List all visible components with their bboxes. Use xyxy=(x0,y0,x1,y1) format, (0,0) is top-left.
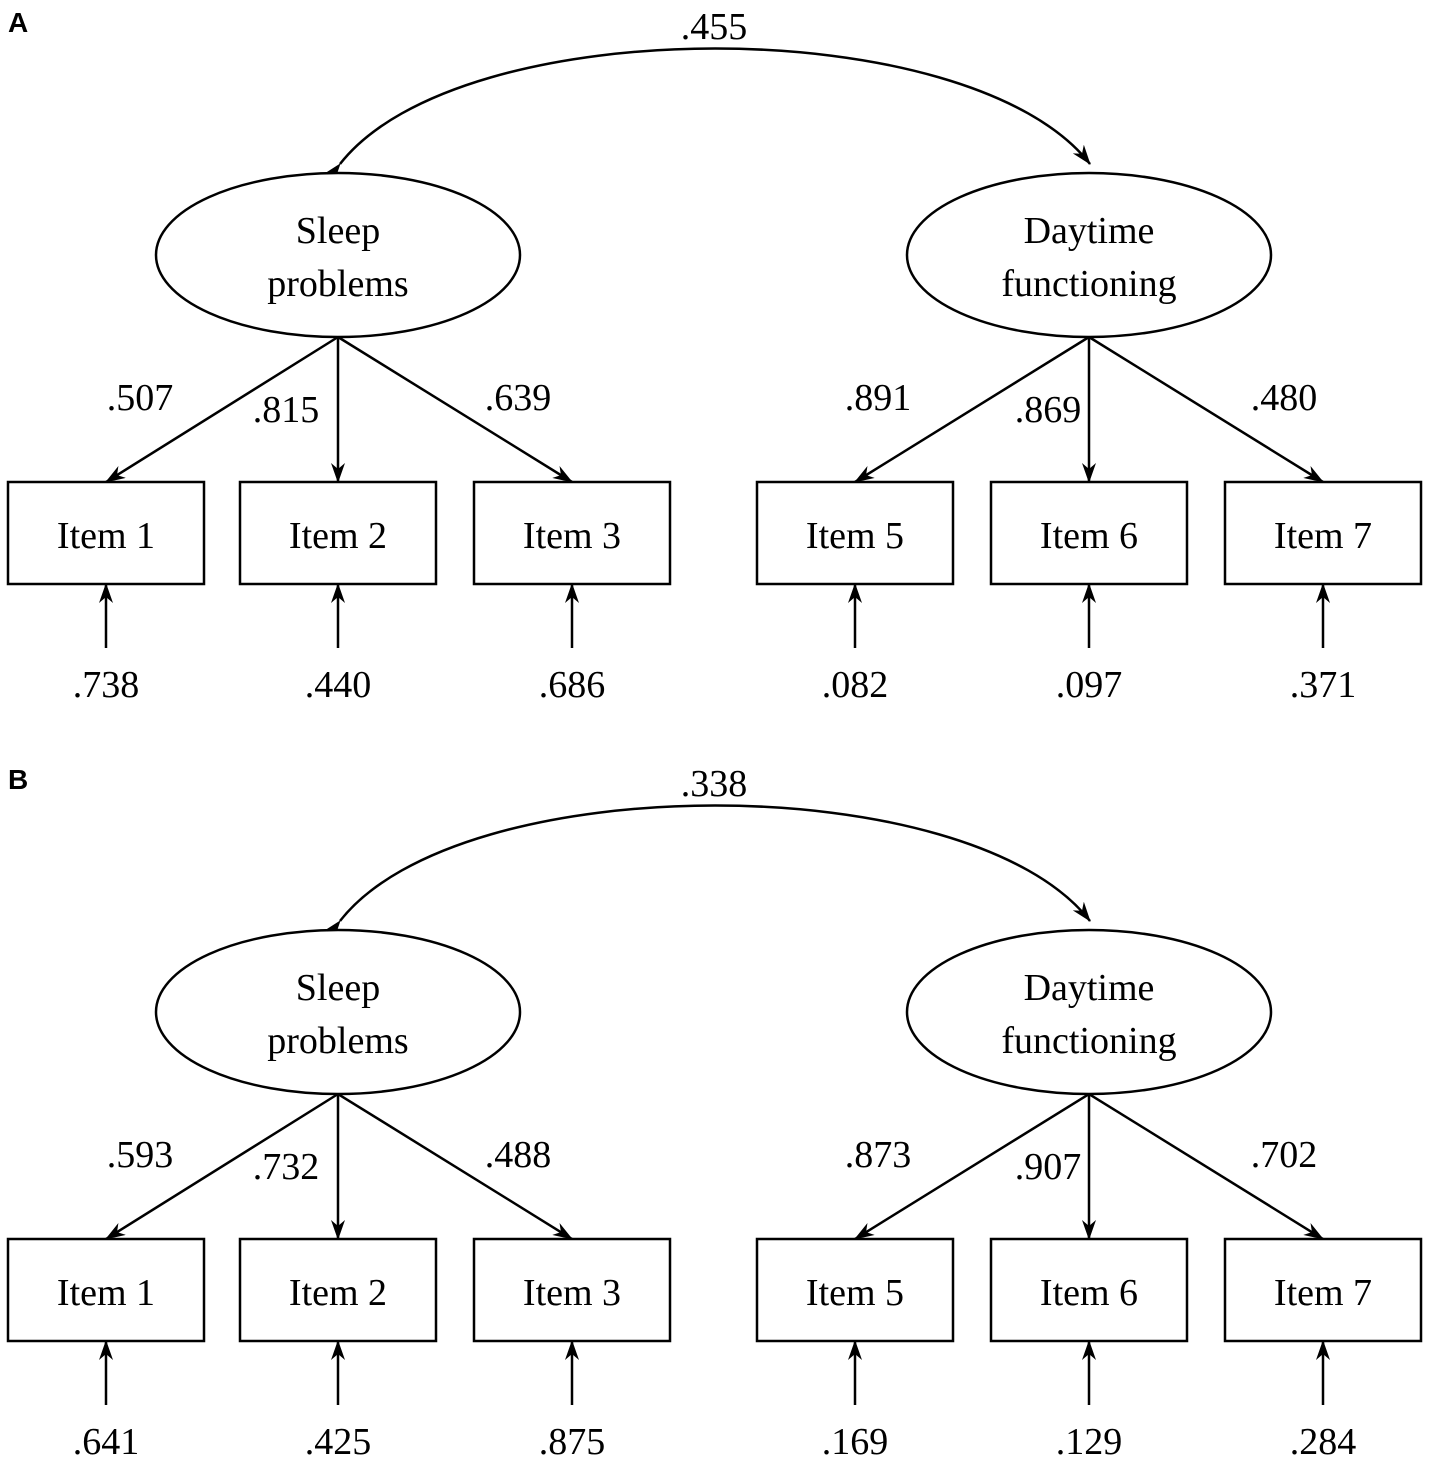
error-value: .686 xyxy=(539,664,606,706)
loading-arrow xyxy=(337,335,573,484)
loading-value: .891 xyxy=(845,377,912,419)
item-box xyxy=(238,1237,438,1343)
loading-value: .488 xyxy=(485,1134,552,1176)
item-box xyxy=(6,480,206,586)
error-value: .371 xyxy=(1290,664,1357,706)
item-box xyxy=(472,1237,672,1343)
loading-arrow xyxy=(854,1092,1090,1241)
item-box xyxy=(238,480,438,586)
item-label: Item 1 xyxy=(57,1272,155,1314)
error-value: .875 xyxy=(539,1421,606,1463)
loading-arrow xyxy=(1088,335,1324,484)
item-label: Item 5 xyxy=(806,1272,904,1314)
loading-value: .815 xyxy=(253,389,320,431)
error-value: .169 xyxy=(822,1421,889,1463)
error-value: .440 xyxy=(305,664,372,706)
error-value: .738 xyxy=(73,664,140,706)
correlation-value: .455 xyxy=(681,6,748,48)
error-value: .641 xyxy=(73,1421,140,1463)
factor-label-line-2: problems xyxy=(267,263,408,305)
loading-value: .869 xyxy=(1015,389,1082,431)
factor-label-line-2: problems xyxy=(267,1020,408,1062)
factor-ellipse xyxy=(154,171,522,339)
correlation-arrow xyxy=(322,47,1091,184)
item-label: Item 3 xyxy=(523,1272,621,1314)
loading-arrow xyxy=(854,335,1090,484)
loading-value: .639 xyxy=(485,377,552,419)
factor-label-line-1: Sleep xyxy=(296,210,380,252)
item-label: Item 7 xyxy=(1274,1272,1372,1314)
error-value: .425 xyxy=(305,1421,372,1463)
loading-arrow xyxy=(105,1092,339,1241)
panel-label: B xyxy=(8,764,28,795)
loading-value: .873 xyxy=(845,1134,912,1176)
factor-ellipse xyxy=(154,928,522,1096)
item-label: Item 6 xyxy=(1040,1272,1138,1314)
correlation-arrow xyxy=(322,804,1091,941)
item-label: Item 3 xyxy=(523,515,621,557)
factor-label-line-1: Daytime xyxy=(1024,210,1155,252)
factor-ellipse xyxy=(905,171,1273,339)
item-label: Item 2 xyxy=(289,1272,387,1314)
item-label: Item 1 xyxy=(57,515,155,557)
item-box xyxy=(1223,480,1423,586)
error-value: .097 xyxy=(1056,664,1123,706)
factor-ellipse xyxy=(905,928,1273,1096)
loading-value: .480 xyxy=(1251,377,1318,419)
panel-label: A xyxy=(8,7,28,38)
factor-label-line-1: Sleep xyxy=(296,967,380,1009)
loading-value: .702 xyxy=(1251,1134,1318,1176)
loading-value: .907 xyxy=(1015,1146,1082,1188)
factor-label-line-2: functioning xyxy=(1001,263,1176,305)
loading-arrow xyxy=(337,1092,573,1241)
loading-value: .593 xyxy=(107,1134,174,1176)
error-value: .129 xyxy=(1056,1421,1123,1463)
item-label: Item 2 xyxy=(289,515,387,557)
item-label: Item 7 xyxy=(1274,515,1372,557)
error-value: .082 xyxy=(822,664,889,706)
correlation-value: .338 xyxy=(681,763,748,805)
loading-arrow xyxy=(105,335,339,484)
item-label: Item 5 xyxy=(806,515,904,557)
item-label: Item 6 xyxy=(1040,515,1138,557)
error-value: .284 xyxy=(1290,1421,1357,1463)
loading-arrow xyxy=(1088,1092,1324,1241)
factor-label-line-1: Daytime xyxy=(1024,967,1155,1009)
loading-value: .507 xyxy=(107,377,174,419)
item-box xyxy=(472,480,672,586)
item-box xyxy=(6,1237,206,1343)
factor-label-line-2: functioning xyxy=(1001,1020,1176,1062)
loading-value: .732 xyxy=(253,1146,320,1188)
